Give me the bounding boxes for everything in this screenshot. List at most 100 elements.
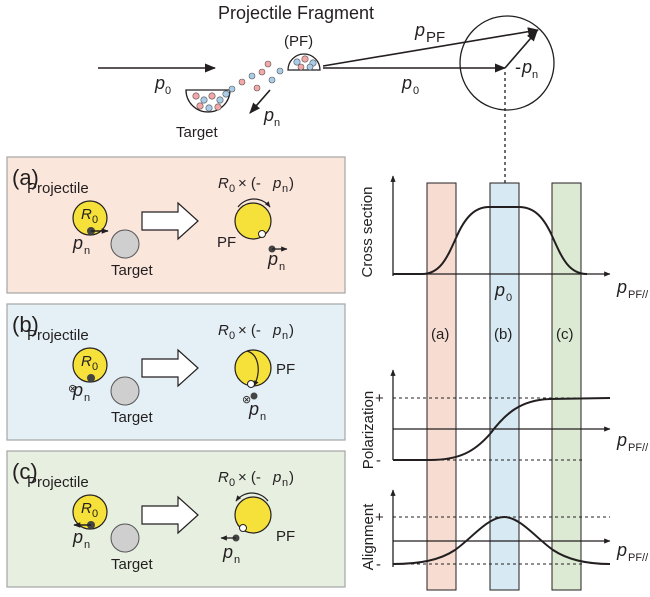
scattered-nucleons <box>228 60 284 93</box>
svg-text:PF: PF <box>426 29 445 46</box>
cross-section-label: Cross section <box>359 187 376 278</box>
pn-after-subscript: n <box>234 554 240 566</box>
transition-arrow <box>141 201 199 241</box>
target-nucleus-panel <box>110 376 140 406</box>
removed-nucleon <box>87 374 95 382</box>
panel-c-tag: (c) <box>12 459 38 484</box>
formula-p: p <box>272 175 281 192</box>
pn-symbol: p <box>72 380 83 400</box>
label-p0-beam: p 0 <box>154 73 171 97</box>
x-axis-label-2: p PF// <box>616 430 649 454</box>
title-projectile-fragment: Projectile Fragment <box>218 3 374 23</box>
svg-text:p: p <box>494 280 505 300</box>
pn-after-symbol: p <box>222 542 233 562</box>
alignment-plus: + <box>375 509 384 526</box>
pf-abbrev-label: (PF) <box>284 33 313 50</box>
svg-text:0: 0 <box>506 292 512 304</box>
panel-a-tag: (a) <box>12 165 39 190</box>
target-label-top: Target <box>176 124 219 141</box>
formula-p-sub: n <box>282 477 288 489</box>
panel-a-target-label: Target <box>111 262 154 279</box>
alignment-plot: Alignment + - p PF// <box>360 489 649 573</box>
pn-subscript: n <box>84 539 90 551</box>
r0-subscript: 0 <box>92 508 98 520</box>
formula-p: p <box>272 469 281 486</box>
panel-b-pf-label: PF <box>276 361 295 378</box>
out-of-page-symbol: ⊗ <box>242 394 251 406</box>
svg-text:0: 0 <box>413 85 419 97</box>
label-pn-top: p n <box>263 105 280 129</box>
formula-p-sub: n <box>282 330 288 342</box>
label-ppf: p PF <box>414 20 445 46</box>
projectile-fragment <box>287 53 321 71</box>
svg-text:p: p <box>414 20 425 40</box>
polarization-label: Polarization <box>360 391 377 469</box>
projectile-nucleus <box>72 494 108 530</box>
svg-text:p: p <box>616 430 627 450</box>
band-a <box>426 182 457 591</box>
formula-r-sub: 0 <box>229 183 235 195</box>
formula-r: R <box>218 322 229 339</box>
cross-section-plot: Cross section p 0 p PF// <box>359 175 649 304</box>
plots: (a) (b) (c) Cross section p 0 p PF// <box>359 175 649 591</box>
pn-symbol: p <box>72 527 83 547</box>
fragment-nucleus <box>234 496 272 534</box>
r0-symbol: R <box>81 206 92 223</box>
svg-text:p: p <box>616 277 627 297</box>
svg-text:0: 0 <box>165 85 171 97</box>
pn-symbol: p <box>72 233 83 253</box>
hole <box>239 524 247 532</box>
svg-text:n: n <box>274 117 280 129</box>
ppf-arrow <box>322 27 540 67</box>
svg-text:p: p <box>521 57 532 77</box>
svg-text:PF//: PF// <box>628 289 649 301</box>
target-nucleus <box>185 89 231 113</box>
polarization-minus: - <box>376 452 381 469</box>
svg-text:p: p <box>401 73 412 93</box>
svg-text:-: - <box>515 57 521 77</box>
label-p0-right: p 0 <box>401 73 419 97</box>
momentum-sphere <box>459 15 555 111</box>
panel-c-pf-label: PF <box>276 528 295 545</box>
svg-text:p: p <box>616 540 627 560</box>
band-label-a: (a) <box>431 326 449 343</box>
band-b <box>489 182 520 591</box>
formula-p-sub: n <box>282 183 288 195</box>
panel-b-projectile-label: Projectile <box>27 327 89 344</box>
rotation-arrow <box>246 350 259 387</box>
rotation-arrow <box>235 492 269 502</box>
svg-text:PF//: PF// <box>628 552 649 564</box>
formula-r-sub: 0 <box>229 330 235 342</box>
r0-subscript: 0 <box>92 214 98 226</box>
polarization-plot: Polarization + - p PF// <box>360 369 649 469</box>
target-nucleus-panel <box>110 523 140 553</box>
label-minus-pn: - p n <box>515 57 538 81</box>
x-axis-label-3: p PF// <box>616 540 649 564</box>
x-axis-label-1: p PF// <box>616 277 649 301</box>
panel-b-tag: (b) <box>12 312 39 337</box>
formula-close-paren: ) <box>289 469 294 486</box>
svg-text:n: n <box>532 69 538 81</box>
r0-subscript: 0 <box>92 361 98 373</box>
r0-symbol: R <box>81 353 92 370</box>
into-page-symbol: ⊗ <box>68 383 77 395</box>
pn-arrow-top <box>249 89 271 114</box>
removed-nucleon-after <box>250 392 258 400</box>
formula-p: p <box>272 322 281 339</box>
top-schematic: Projectile Fragment (PF) p 0 Target <box>98 3 555 272</box>
band-c <box>551 182 582 591</box>
formula-r-sub: 0 <box>229 477 235 489</box>
